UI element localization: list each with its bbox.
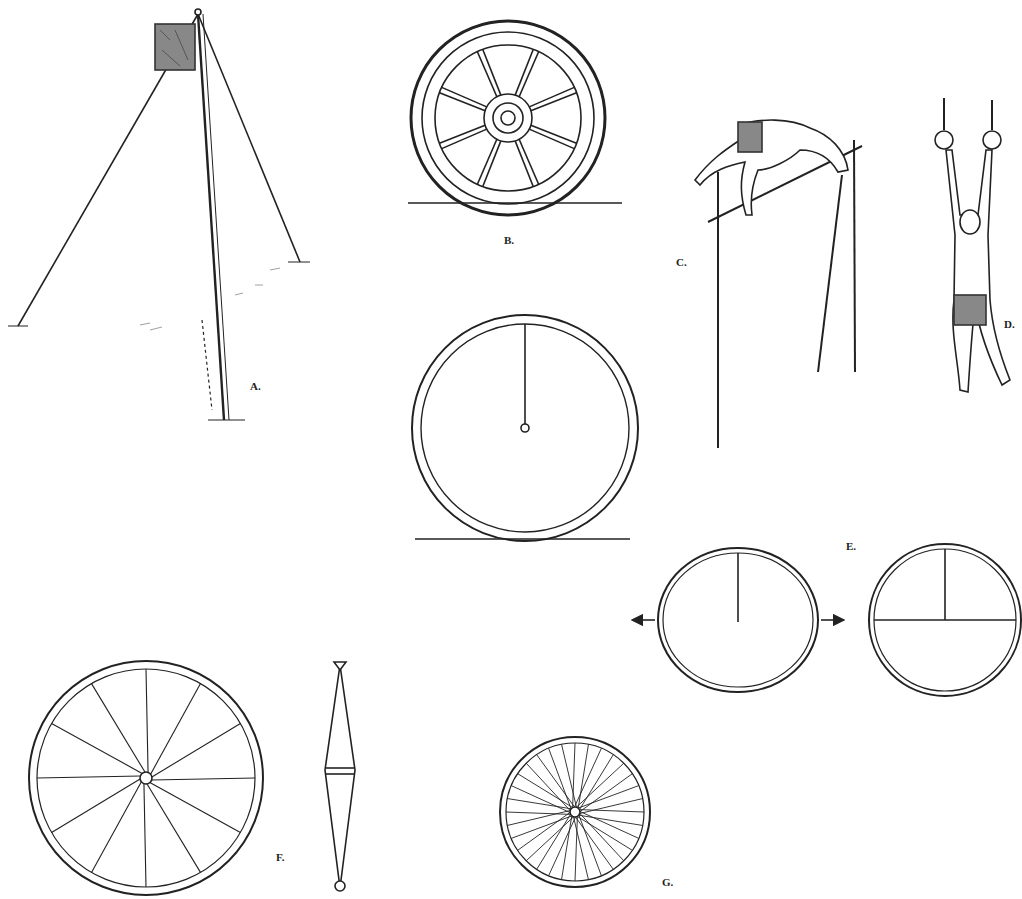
spoke xyxy=(506,812,571,814)
spoke xyxy=(152,724,240,777)
spoke xyxy=(483,49,501,95)
spoke xyxy=(575,816,577,881)
spoke xyxy=(573,743,575,808)
spoke xyxy=(580,811,639,838)
spoke xyxy=(144,784,146,887)
wagon-wheel xyxy=(408,21,622,215)
spoke xyxy=(92,684,145,772)
single-spoke-wheel xyxy=(412,315,638,541)
figure-letter: B. xyxy=(504,234,514,246)
spoke xyxy=(150,783,241,833)
spoke xyxy=(511,816,572,839)
figure-letter: G. xyxy=(662,876,673,888)
spoke xyxy=(537,755,575,807)
figure-letter: F. xyxy=(276,851,284,863)
spoke xyxy=(574,748,601,807)
spoke xyxy=(146,669,148,772)
spoke xyxy=(519,52,538,97)
figure-letter: A. xyxy=(250,380,261,392)
rim-deformation xyxy=(637,544,1021,696)
spoke xyxy=(439,125,485,143)
spoke xyxy=(549,817,576,876)
bicycle-wheel xyxy=(500,737,650,887)
figure-letter: E. xyxy=(846,540,856,552)
tension-wheel xyxy=(29,661,355,895)
spoke xyxy=(531,93,577,111)
figure-letter: C. xyxy=(676,256,687,268)
spoke xyxy=(152,778,255,780)
spoke xyxy=(442,87,487,106)
spoke xyxy=(579,815,643,825)
spoke xyxy=(575,817,613,869)
spoke xyxy=(578,786,639,809)
spoke xyxy=(549,748,572,809)
spoke xyxy=(529,129,574,148)
spoke xyxy=(511,786,570,813)
spoke xyxy=(37,776,140,778)
spoke xyxy=(580,774,632,812)
spoke xyxy=(151,684,201,775)
spoke xyxy=(518,812,570,850)
figure-letter: D. xyxy=(1004,318,1015,330)
spoke xyxy=(92,782,142,873)
pole-vaulter xyxy=(695,120,862,448)
flag-pole xyxy=(8,9,310,420)
spoke xyxy=(52,779,140,832)
spoke xyxy=(580,799,643,814)
spoke xyxy=(507,799,571,809)
spoke xyxy=(147,784,200,872)
spoke xyxy=(579,815,602,876)
spoke xyxy=(562,816,572,880)
spoke xyxy=(52,724,143,774)
spoke xyxy=(477,139,496,184)
ring-gymnast xyxy=(935,98,1010,392)
spoke xyxy=(515,141,533,187)
spoke xyxy=(578,744,588,808)
